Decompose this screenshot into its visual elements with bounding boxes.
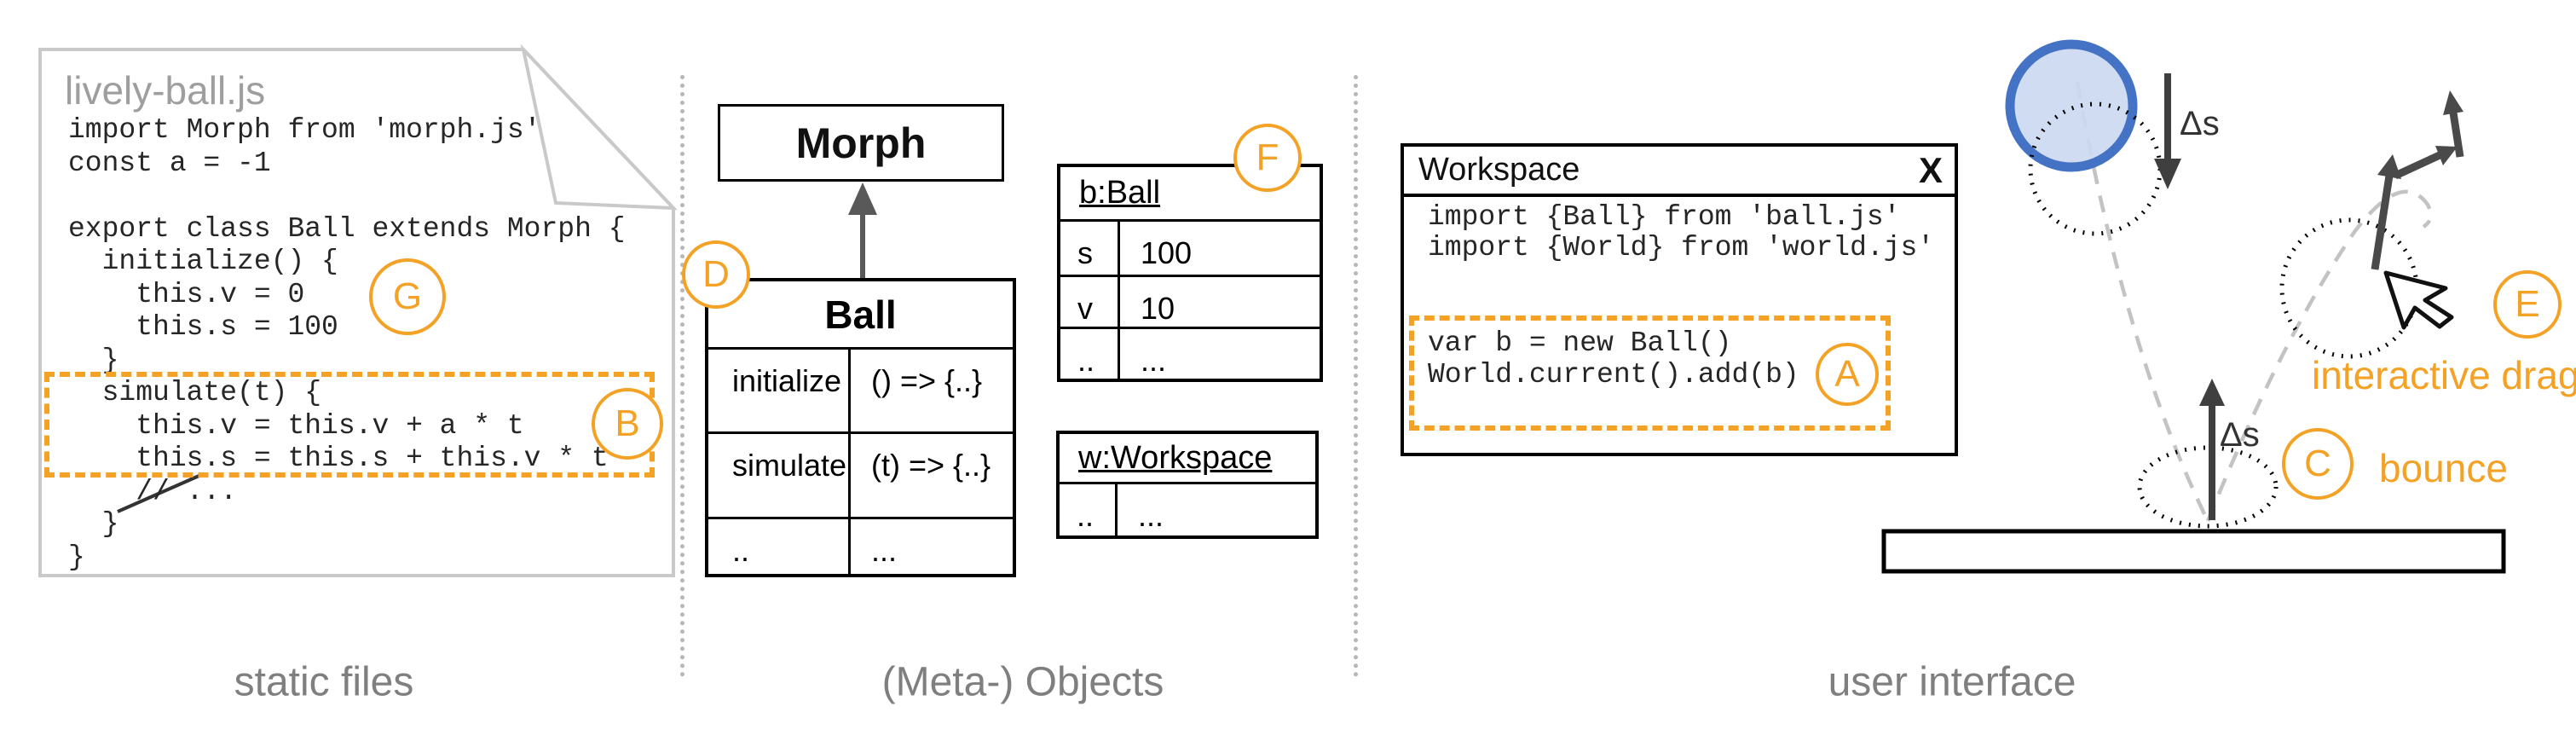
document-fold-corner-icon — [520, 43, 678, 211]
file-name: lively-ball.js — [65, 68, 266, 113]
slot-name: .. — [1060, 484, 1118, 538]
badge-a: A — [1816, 343, 1879, 406]
method-name: simulate — [708, 434, 851, 519]
slot-name: s — [1060, 222, 1120, 277]
class-table-ball-title: Ball — [824, 292, 897, 337]
badge-c: C — [2282, 428, 2354, 500]
workspace-imports-code[interactable]: import {Ball} from 'ball.js' import {Wor… — [1428, 201, 1935, 263]
trajectory-rebound-path — [2205, 189, 2433, 522]
workspace-titlebar[interactable]: Workspace X — [1404, 147, 1955, 197]
badge-d: D — [682, 240, 750, 309]
section-label-static-files: static files — [234, 659, 414, 705]
instance-table-b-ball-title: b:Ball — [1079, 175, 1161, 211]
divider-meta-ui — [1354, 75, 1358, 677]
ground-rect — [1881, 529, 2506, 574]
workspace-window[interactable]: Workspace X — [1401, 143, 1958, 456]
delta-s-bottom-label: Δs — [2220, 416, 2260, 454]
section-label-user-interface: user interface — [1828, 659, 2076, 705]
badge-e: E — [2493, 270, 2562, 339]
divider-static-meta — [680, 75, 684, 677]
method-impl: (t) => {..} — [871, 448, 991, 483]
badge-f: F — [1233, 124, 1302, 192]
instance-table-w-workspace[interactable]: w:Workspace .. ... — [1056, 431, 1319, 539]
slot-value: 10 — [1141, 291, 1175, 326]
class-table-ball[interactable]: Ball initialize () => {..} simulate (t) … — [705, 278, 1016, 577]
slot-name: v — [1060, 277, 1120, 329]
delta-s-top-label: Δs — [2180, 105, 2220, 142]
delta-s-down-arrowhead-icon — [2154, 159, 2181, 189]
highlight-box-snippet — [1409, 316, 1891, 431]
comment-strike-line — [117, 472, 204, 513]
slot-value: ... — [1141, 343, 1167, 378]
slot-name: .. — [1060, 329, 1120, 381]
delta-s-up-arrowhead-icon — [2199, 379, 2225, 406]
section-label-meta-objects: (Meta-) Objects — [881, 659, 1164, 705]
method-impl: () => {..} — [871, 363, 983, 398]
close-button[interactable]: X — [1918, 150, 1943, 190]
drag-zigzag-arrows — [2371, 90, 2464, 270]
slot-value: ... — [1138, 498, 1164, 533]
method-name: .. — [708, 519, 851, 576]
instance-table-w-workspace-title: w:Workspace — [1078, 439, 1273, 476]
inheritance-arrow-head-icon — [848, 182, 877, 215]
badge-b: B — [592, 388, 663, 460]
document-shape — [38, 48, 675, 577]
interactive-drag-label: interactive drag — [2312, 353, 2576, 397]
workspace-title: Workspace — [1418, 152, 1580, 188]
bounce-label: bounce — [2379, 446, 2508, 490]
mouse-cursor-icon — [2383, 270, 2454, 330]
slot-value: 100 — [1141, 235, 1193, 270]
workspace-snippet-code[interactable]: var b = new Ball() World.current().add(b… — [1428, 327, 1799, 391]
highlight-box-simulate — [44, 372, 655, 478]
instance-table-b-ball[interactable]: b:Ball s 100 v 10 .. ... — [1057, 164, 1323, 382]
method-impl: ... — [871, 533, 898, 568]
badge-g: G — [369, 258, 446, 335]
morph-class-box[interactable]: Morph — [718, 104, 1004, 182]
method-name: initialize — [708, 350, 851, 434]
ball-morph[interactable] — [2005, 39, 2138, 172]
ball-ghost-ellipse-bounce — [2137, 445, 2279, 529]
file-code[interactable]: import Morph from 'morph.js' const a = -… — [68, 114, 626, 573]
